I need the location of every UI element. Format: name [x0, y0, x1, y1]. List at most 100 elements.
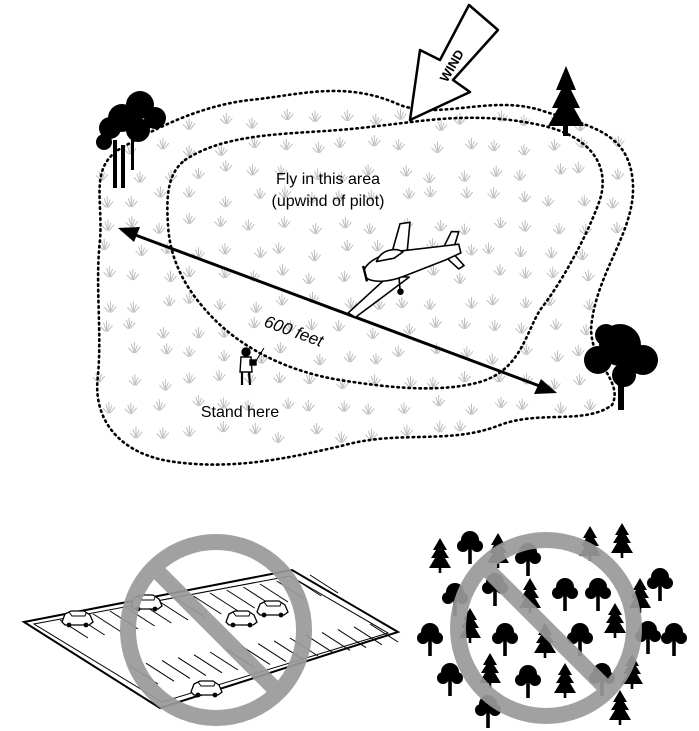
tree-icon-left — [96, 91, 166, 188]
car-icon — [225, 610, 258, 629]
grass-tuft — [485, 352, 499, 365]
grass-tuft — [519, 296, 533, 309]
grass-tuft — [182, 185, 196, 198]
grass-tuft — [518, 190, 532, 203]
pine-tree-icon — [429, 538, 451, 573]
grass-tuft — [128, 373, 142, 386]
grass-tuft — [487, 139, 501, 152]
grass-tuft — [101, 219, 115, 232]
grass-tuft — [554, 401, 568, 414]
stall-line — [257, 643, 287, 663]
flying-area-boundary — [166, 116, 604, 390]
grass-tuft — [552, 222, 566, 235]
field-scene: 600 feet Fly in this area (upwind of pil… — [92, 3, 658, 466]
grass-tuft — [249, 301, 263, 314]
grass-tuft — [432, 394, 446, 407]
grass-tuft — [276, 263, 290, 276]
grass-tuft — [458, 317, 471, 330]
pine-tree-icon — [604, 603, 626, 638]
stall-line — [337, 629, 367, 649]
grass-tuft — [313, 353, 327, 366]
stall-line — [369, 623, 399, 643]
grass-tuft — [391, 345, 405, 358]
tree-icon-right — [584, 324, 658, 410]
grass-tuft — [277, 216, 291, 228]
grass-tuft — [217, 349, 231, 362]
grass-tuft — [458, 370, 471, 383]
distance-arrow — [118, 227, 557, 394]
grass-tuft — [160, 342, 174, 355]
grass-tuft — [611, 167, 625, 180]
grass-tuft — [402, 187, 416, 200]
grass-tuft — [429, 316, 443, 329]
grass-tuft — [361, 402, 375, 415]
grass-tuft — [214, 144, 228, 157]
grass-tuft — [488, 319, 502, 332]
field-boundary — [95, 89, 635, 466]
grass-tuft — [575, 248, 589, 261]
grass-tuft — [301, 399, 315, 412]
grass-tuft — [162, 294, 176, 307]
grass-tuft — [275, 293, 289, 306]
stall-line — [145, 662, 175, 682]
grass-tuft — [423, 298, 437, 310]
car-icon — [190, 680, 223, 699]
grass-tuft — [279, 138, 293, 151]
grass-tuft — [212, 369, 226, 382]
grass-tuft — [515, 398, 529, 411]
grass-tuft — [518, 219, 532, 232]
grass-tuft — [583, 398, 597, 411]
grass-tuft — [453, 419, 467, 432]
fly-area-label-line1: Fly in this area — [276, 171, 380, 188]
grass-tuft — [551, 350, 564, 362]
grass-tuft — [404, 375, 417, 388]
pine-tree-icon-top-right — [548, 66, 584, 136]
grass-tuft — [182, 292, 196, 304]
grass-tuft — [517, 114, 531, 127]
grass-tuft — [308, 110, 322, 123]
grass-tuft — [426, 376, 440, 389]
grass-tuft — [334, 430, 348, 443]
grass-tuft — [514, 245, 528, 258]
grass-tuft — [272, 241, 286, 254]
tree-icon — [457, 531, 483, 564]
grass-tuft — [133, 171, 147, 184]
grass-tuft — [253, 187, 267, 200]
stall-line — [209, 592, 239, 612]
stall-line — [161, 659, 191, 679]
grass-tuft — [156, 326, 170, 339]
grass-tuft — [192, 326, 206, 339]
stall-line — [309, 574, 339, 594]
grass-tuft — [340, 239, 354, 252]
stall-line — [209, 651, 239, 671]
stall-line — [193, 595, 222, 615]
grass-tuft — [332, 319, 346, 332]
tree-icon — [515, 665, 541, 698]
grass-tuft — [571, 161, 585, 174]
stall-line — [93, 613, 122, 633]
grass-tuft — [103, 265, 117, 278]
grass-tuft — [216, 420, 230, 433]
grass-tuft — [248, 136, 262, 149]
grass-tuft — [434, 119, 448, 132]
tree-icon — [552, 578, 578, 611]
grass-tuft — [464, 137, 478, 150]
grass-tuft — [546, 266, 560, 279]
grass-tuft — [434, 219, 448, 232]
parking-lot-scene — [21, 534, 401, 726]
grass-tuft — [192, 167, 205, 180]
grass-tuft — [392, 138, 406, 151]
grass-tuft — [219, 112, 233, 125]
grass-tuft — [513, 169, 527, 181]
grass-tuft — [573, 373, 586, 386]
car-icon — [256, 600, 289, 619]
grass-tuft — [369, 113, 383, 126]
grass-tuft — [100, 195, 114, 208]
grass-tuft — [135, 244, 149, 257]
prohibition-icon — [120, 534, 312, 726]
grass-tuft — [156, 427, 170, 440]
grass-tuft — [247, 316, 261, 329]
grass-tuft — [182, 345, 196, 358]
grass-tuft — [422, 171, 436, 184]
